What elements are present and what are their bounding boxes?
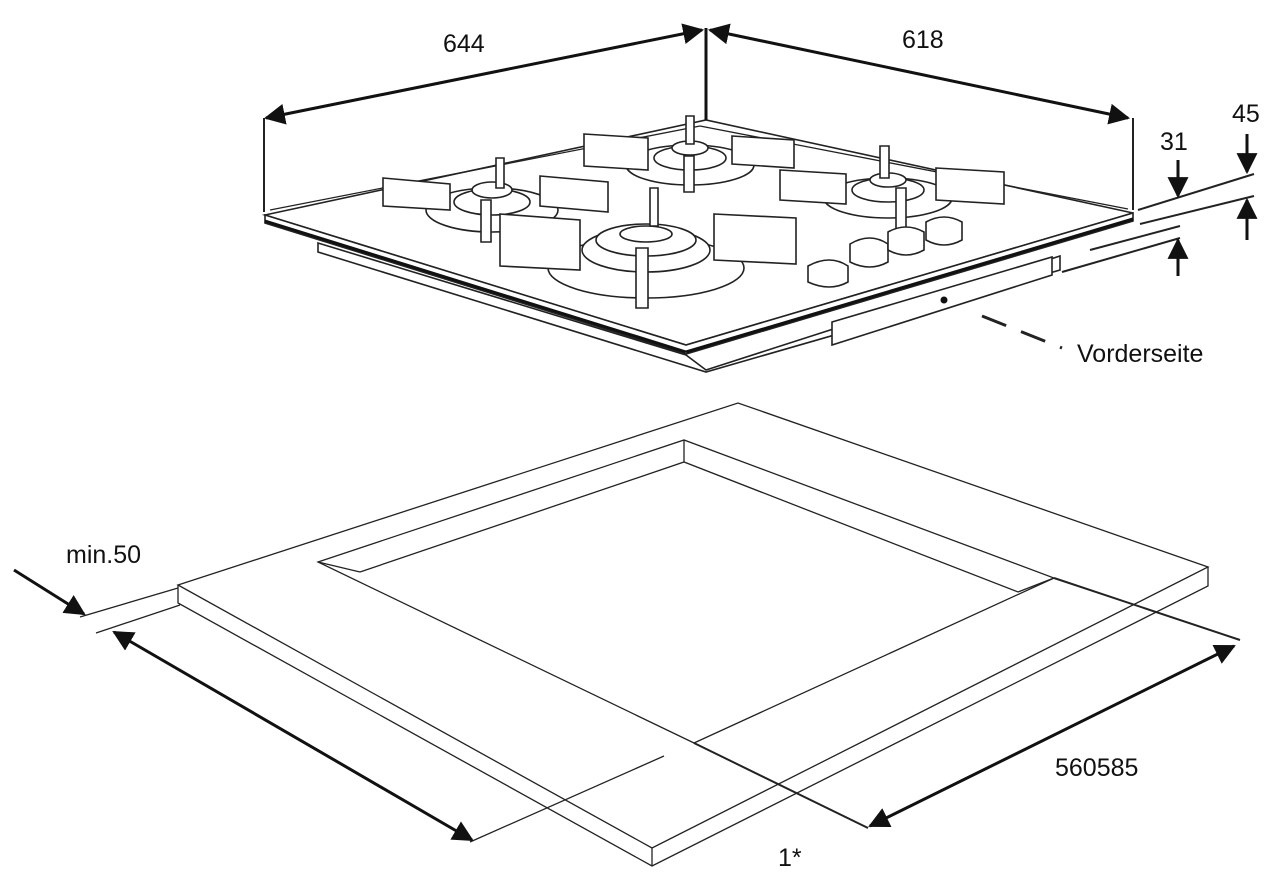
note-marker: 1* [778,844,802,872]
front-side-leader [981,314,1063,350]
dim-label-min50: min.50 [66,541,141,569]
knob-1 [807,259,849,288]
front-side-label: Vorderseite [1077,340,1203,368]
dim-label-644: 644 [443,30,485,58]
worktop-dimensions: min.50 560585 1* [13,541,1236,872]
burner-right [779,145,1005,233]
worktop-cutout [316,439,1056,744]
dim-arrow-depth-left [112,630,474,842]
dim-label-31: 31 [1160,128,1188,156]
dim-label-618: 618 [902,26,944,54]
knob-2 [849,237,889,268]
hob-glass-edge [264,211,1134,355]
burner-wok [499,187,797,309]
dim-arrow-644 [263,23,705,125]
dim-arrow-618 [707,23,1131,125]
dim-label-cutout-depth: 560585 [1055,754,1138,782]
dim-arrow-min50 [13,568,86,616]
dim-arrow-cutout-depth [868,644,1236,828]
burner-back-center [583,115,795,193]
hob [261,115,1134,373]
knob-4 [925,216,963,246]
knob-3 [887,226,925,256]
worktop-surface [176,402,1210,849]
worktop [79,402,1241,867]
front-indicator-dot [940,296,948,304]
control-knobs [807,216,963,288]
hob-dimensions: 644 618 31 45 Vorderseite [263,23,1260,368]
dim-label-45: 45 [1232,100,1260,128]
